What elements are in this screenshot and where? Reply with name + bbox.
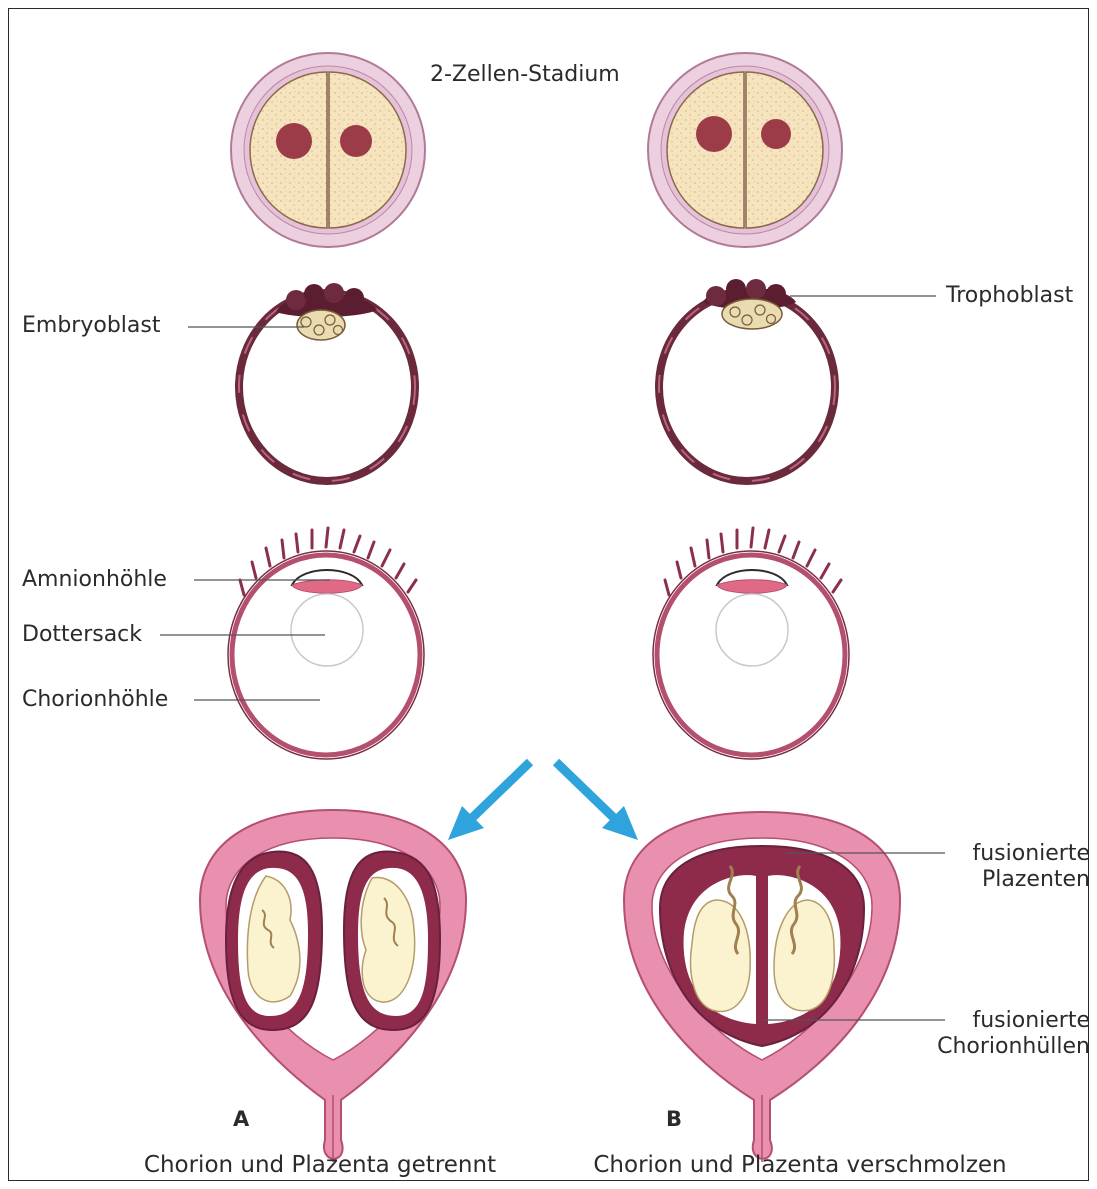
label-fused-placentas: fusionierte Plazenten — [900, 841, 1090, 893]
blastocyst-right — [659, 279, 835, 481]
arrow-to-a — [448, 762, 530, 840]
two-cell-stage-right — [648, 53, 842, 247]
nucleus-left-2 — [340, 125, 372, 157]
arrow-to-b — [556, 762, 638, 840]
label-chorion-cavity: Chorionhöhle — [22, 687, 168, 713]
label-yolk-sac: Dottersack — [22, 622, 142, 648]
twin-a-left — [226, 852, 322, 1030]
twin-a-right — [344, 852, 440, 1030]
two-cell-stage-left — [231, 53, 425, 247]
label-two-cell-stage: 2-Zellen-Stadium — [430, 62, 620, 88]
panel-letter-b: B — [666, 1106, 682, 1132]
blastocyst-left — [239, 283, 415, 481]
panel-letter-a: A — [233, 1106, 249, 1132]
caption-b: Chorion und Plazenta verschmolzen — [560, 1152, 1040, 1178]
label-amnion-cavity: Amnionhöhle — [22, 567, 167, 593]
label-embryoblast: Embryoblast — [22, 313, 160, 339]
label-trophoblast: Trophoblast — [946, 283, 1073, 309]
chorion-stage-right — [653, 528, 849, 759]
chorion-stage-left — [228, 528, 424, 759]
caption-a: Chorion und Plazenta getrennt — [110, 1152, 530, 1178]
nucleus-left-1 — [276, 123, 312, 159]
label-fused-chorions: fusionierte Chorionhüllen — [900, 1008, 1090, 1060]
